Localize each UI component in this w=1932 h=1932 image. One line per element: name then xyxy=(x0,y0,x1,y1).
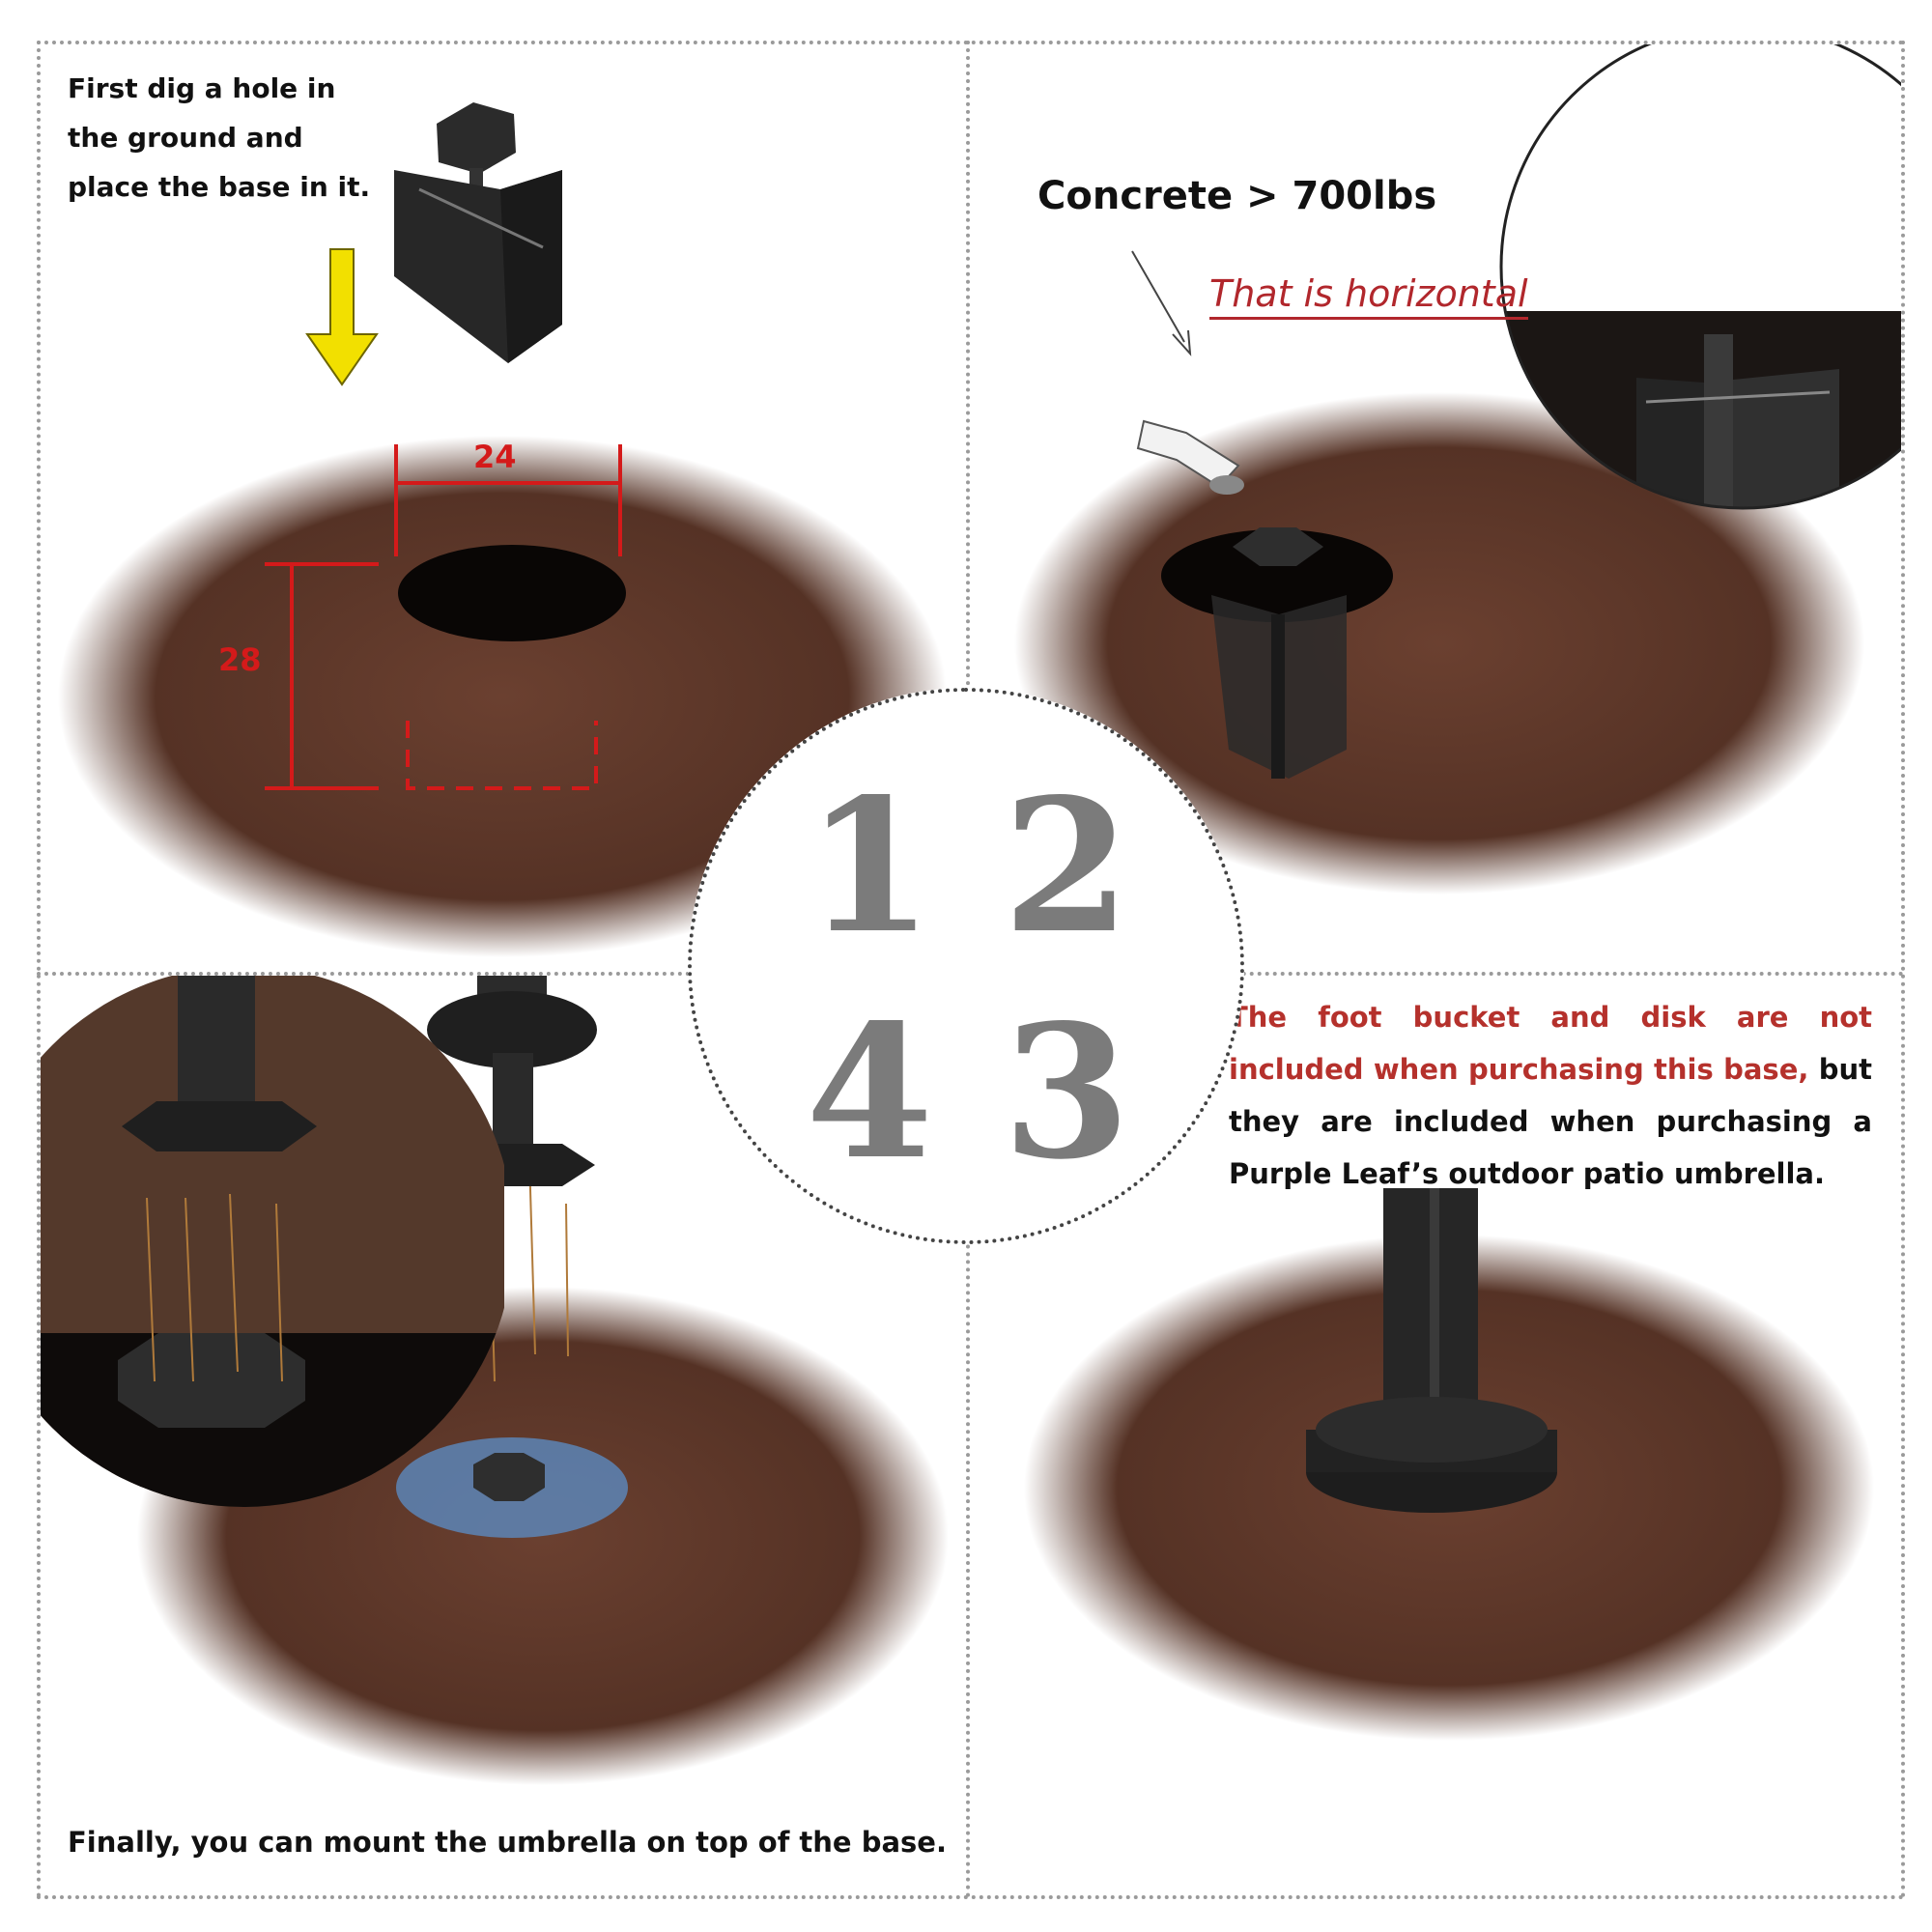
step-4-illustration xyxy=(41,976,949,1785)
step-3-illustration xyxy=(1024,1188,1874,1741)
step-number-4: 4 xyxy=(806,984,934,1200)
concrete-weight-note: Concrete > 700lbs xyxy=(1037,174,1437,218)
depth-measure xyxy=(265,562,598,790)
mounting-plate xyxy=(473,1453,545,1501)
step-2-illustration xyxy=(1014,44,1901,895)
level-note: That is horizontal xyxy=(1209,272,1528,320)
step-number-circle: 1 2 4 3 xyxy=(688,688,1244,1244)
inclusion-note-black: but they are included when purchasing a … xyxy=(1229,1053,1872,1190)
outer-frame xyxy=(37,41,1905,1899)
ground-spike-base xyxy=(394,102,562,363)
pointer-arrow-icon xyxy=(1131,250,1192,356)
width-label: 24 xyxy=(473,439,517,475)
step-2-panel: Concrete > 700lbs That is horizontal xyxy=(970,44,1901,970)
step-4-panel: Finally, you can mount the umbrella on t… xyxy=(41,976,964,1895)
step-number-2: 2 xyxy=(1003,758,1131,974)
shovel-icon xyxy=(1136,419,1244,495)
depth-label: 28 xyxy=(218,641,262,678)
step-1-instruction: First dig a hole in the ground and place… xyxy=(68,72,371,203)
magnifier-inset xyxy=(41,976,504,1507)
down-arrow-icon xyxy=(305,248,379,386)
umbrella-foot xyxy=(1306,1397,1557,1513)
step-3-panel: The foot bucket and disk are not include… xyxy=(970,976,1901,1895)
step-4-instruction: Finally, you can mount the umbrella on t… xyxy=(68,1826,947,1859)
step-number-3: 3 xyxy=(1003,984,1131,1200)
step-number-1: 1 xyxy=(806,758,934,974)
soil-mound xyxy=(1014,392,1864,895)
width-measure xyxy=(394,444,622,556)
inclusion-note: The foot bucket and disk are not include… xyxy=(1229,991,1872,1200)
dug-hole xyxy=(398,545,626,641)
buried-base xyxy=(1211,527,1347,779)
inclusion-note-red: The foot bucket and disk are not include… xyxy=(1229,1001,1872,1086)
